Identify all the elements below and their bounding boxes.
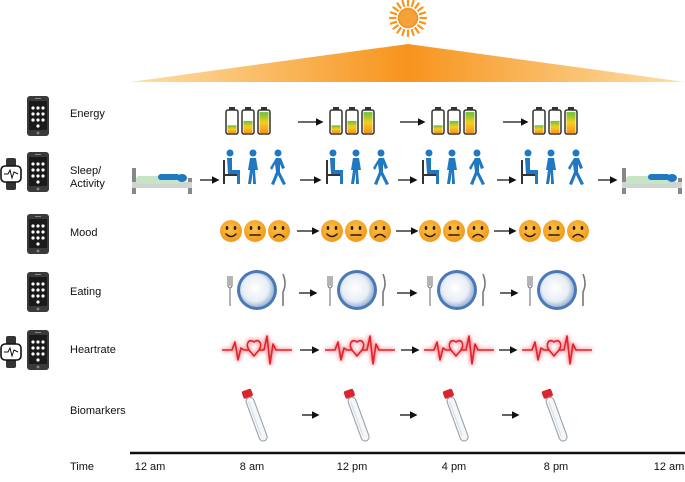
test-tube-icon [442,388,469,442]
person-icon [469,149,485,185]
emoji-face-icon [567,220,589,242]
smartphone-icon [27,152,49,192]
row-label-eating: Eating [70,286,102,298]
person-icon [521,149,538,184]
row-label-energy: Energy [70,108,105,120]
person-icon [223,149,240,184]
test-tube-icon [241,388,268,442]
time-tick-12am-start: 12 am [134,461,166,473]
battery-icon [361,107,375,135]
emoji-face-icon [543,220,565,242]
person-icon [326,149,343,184]
battery-icon [447,107,461,135]
battery-icon [463,107,477,135]
person-icon [248,149,258,184]
plate-icon [527,270,586,310]
battery-icon [241,107,255,135]
heartbeat-icon [424,335,494,365]
test-tube-icon [343,388,370,442]
plate-icon [227,270,286,310]
battery-icon [257,107,271,135]
plate-icon [427,270,486,310]
smartwatch-icon [0,158,22,190]
person-icon [447,149,457,184]
battery-icon [345,107,359,135]
row-label-mood: Mood [70,227,98,239]
heartbeat-icon [522,335,592,365]
daylight-wedge [130,44,685,82]
time-axis-label: Time [70,461,95,473]
sleeping-person-icon [132,168,192,194]
time-tick-4pm: 4 pm [441,461,467,473]
emoji-face-icon [419,220,441,242]
battery-icon [532,107,546,135]
smartphone-icon [27,96,49,136]
smartphone-icon [27,330,49,370]
sun-icon [388,0,428,38]
plate-icon [327,270,386,310]
emoji-face-icon [244,220,266,242]
person-icon [568,149,584,185]
emoji-face-icon [321,220,343,242]
heartbeat-icon [325,335,395,365]
test-tube-icon [541,388,568,442]
row-label-heartrate: Heartrate [70,344,116,356]
time-tick-12pm: 12 pm [336,461,368,473]
battery-icon [431,107,445,135]
battery-icon [564,107,578,135]
emoji-face-icon [220,220,242,242]
emoji-face-icon [345,220,367,242]
battery-icon [548,107,562,135]
battery-icon [329,107,343,135]
person-icon [373,149,389,185]
sleeping-person-icon [622,168,682,194]
person-icon [546,149,556,184]
smartphone-icon [27,214,49,254]
battery-icon [225,107,239,135]
smartphone-icon [27,272,49,312]
time-tick-8am: 8 am [239,461,265,473]
smartwatch-icon [0,336,22,368]
heartbeat-icon [222,335,292,365]
emoji-face-icon [467,220,489,242]
person-icon [422,149,439,184]
time-tick-8pm: 8 pm [543,461,569,473]
row-label-sleep-activity: Sleep/ Activity [70,165,105,190]
time-tick-12am-end: 12 am [653,461,685,473]
emoji-face-icon [519,220,541,242]
person-icon [351,149,361,184]
emoji-face-icon [443,220,465,242]
emoji-face-icon [369,220,391,242]
row-label-biomarkers: Biomarkers [70,405,126,417]
person-icon [270,149,286,185]
emoji-face-icon [268,220,290,242]
